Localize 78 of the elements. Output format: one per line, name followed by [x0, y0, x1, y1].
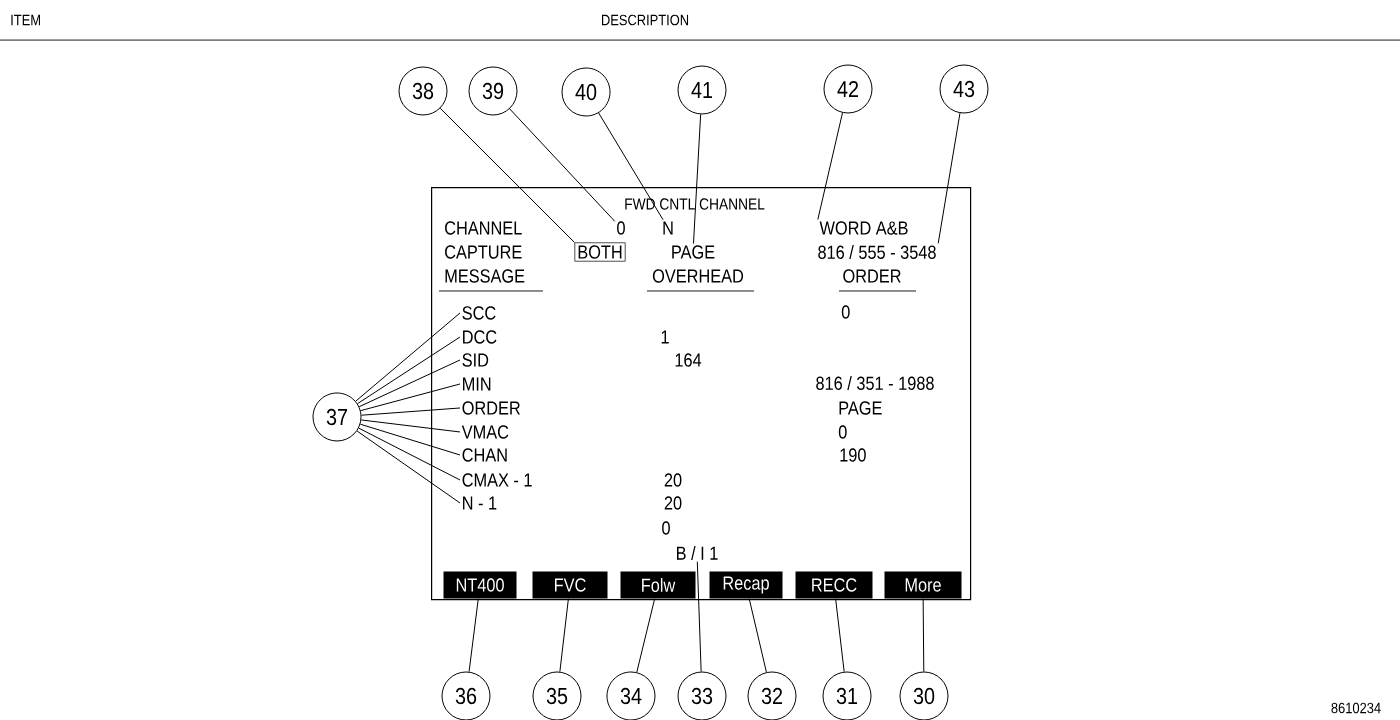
leader-line [360, 407, 461, 416]
leader-line [358, 359, 461, 408]
display-text: CHANNEL [445, 221, 522, 235]
callout-number: 43 [939, 64, 989, 114]
display-text: 0 [838, 425, 847, 439]
leader-line [559, 598, 569, 673]
menu-item: N - 1 [463, 496, 497, 510]
callout-number: 40 [561, 67, 611, 117]
menu-item: ORDER [462, 401, 520, 415]
display-text: 0 [841, 305, 850, 319]
soft-key: More [884, 571, 962, 599]
callout-number: 36 [441, 671, 491, 720]
menu-item: MIN [463, 377, 491, 391]
display-screen [431, 187, 972, 601]
callout-number: 34 [606, 671, 656, 720]
display-text: 20 [664, 496, 682, 510]
menu-item: SCC [462, 306, 496, 320]
display-value: WORD A&B [819, 221, 908, 235]
callout-number: 37 [312, 392, 362, 442]
menu-item: CMAX - 1 [462, 473, 532, 487]
leader-line [439, 107, 575, 243]
figure-number: 8610234 [1331, 702, 1381, 714]
leader-line [598, 112, 664, 221]
soft-key: Folw [620, 571, 696, 599]
display-value: PAGE [672, 245, 715, 259]
leader-line [356, 430, 461, 504]
display-text: 20 [664, 473, 682, 487]
callout-number: 33 [677, 671, 727, 720]
leader-line [937, 112, 961, 244]
display-text: 816 / 351 - 1988 [816, 376, 934, 390]
leader-line [693, 113, 702, 245]
display-text: ORDER [843, 269, 901, 283]
leader-line [509, 108, 616, 222]
leader-line [922, 598, 925, 672]
display-text: 1 [661, 330, 669, 344]
leader-line [748, 598, 767, 673]
display-value: 0 [617, 221, 625, 235]
leader-line [835, 598, 845, 673]
soft-key: NT400 [443, 571, 517, 599]
leader-line [696, 561, 702, 672]
display-text: CAPTURE [445, 245, 522, 259]
column-heading: DESCRIPTION [602, 14, 689, 26]
menu-item: SID [462, 353, 489, 367]
menu-item: CHAN [462, 448, 507, 462]
screen-title: FWD CNTL CHANNEL [625, 198, 765, 210]
display-value: N [663, 221, 673, 235]
callout-number: 30 [899, 671, 949, 720]
callout-number: 31 [822, 671, 872, 720]
callout-number: 39 [468, 66, 518, 116]
leader-line [357, 336, 461, 405]
menu-item: VMAC [461, 425, 509, 439]
leader-line [355, 312, 461, 402]
display-text: MESSAGE [445, 269, 525, 283]
display-value: 816 / 555 - 3548 [818, 245, 936, 259]
leader-line [468, 598, 479, 673]
display-value: B / I 1 [677, 546, 718, 560]
display-text: PAGE [839, 401, 882, 415]
leader-line [360, 419, 461, 433]
display-text: OVERHEAD [652, 269, 744, 283]
callout-number: 42 [823, 64, 873, 114]
soft-key: RECC [795, 571, 873, 599]
boxed-value: BOTH [574, 242, 626, 262]
column-heading: ITEM [11, 14, 40, 26]
callout-number: 41 [677, 65, 727, 115]
soft-key: Recap [709, 571, 783, 599]
callout-number: 38 [398, 66, 448, 116]
display-text: 164 [675, 353, 702, 367]
soft-key: FVC [532, 571, 608, 599]
leader-line [636, 598, 656, 673]
menu-item: DCC [463, 330, 497, 344]
leader-line [360, 383, 461, 412]
leader-line [359, 423, 461, 456]
display-text: 190 [840, 448, 866, 462]
callout-number: 35 [532, 671, 582, 720]
leader-line [817, 112, 843, 221]
leader-line [358, 427, 461, 481]
display-text: 0 [662, 521, 670, 535]
callout-number: 32 [747, 671, 797, 720]
